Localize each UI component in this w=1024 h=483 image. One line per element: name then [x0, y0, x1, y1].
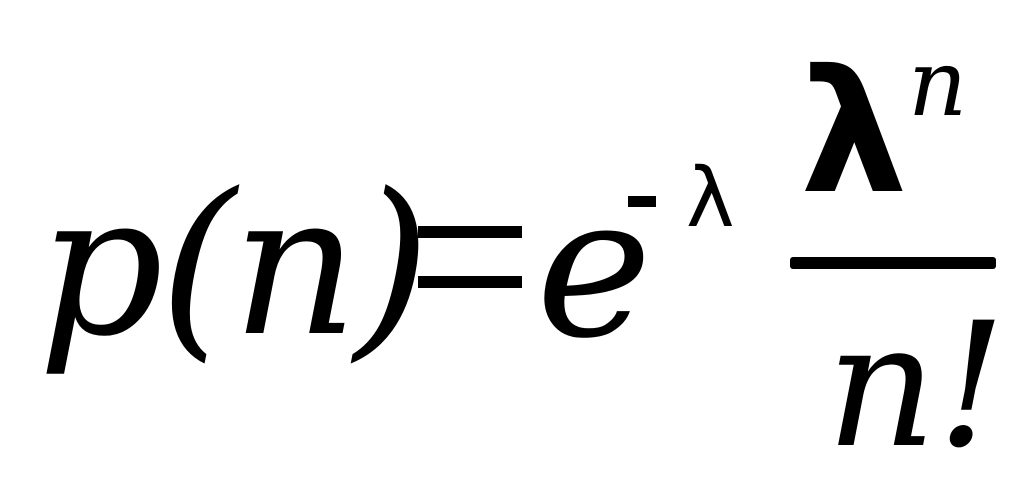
exponent-lambda: λ [686, 151, 735, 246]
equals-bar-bottom [418, 276, 522, 288]
numerator-lambda: λ [800, 34, 908, 232]
numerator-exponent: n [908, 30, 968, 137]
exponent-minus-sign [628, 196, 656, 207]
equals-bar-top [418, 226, 522, 238]
denominator: n! [826, 285, 1006, 483]
formula-lhs: p(n) [38, 152, 431, 380]
fraction-bar [790, 257, 996, 269]
equals-sign [418, 226, 522, 290]
